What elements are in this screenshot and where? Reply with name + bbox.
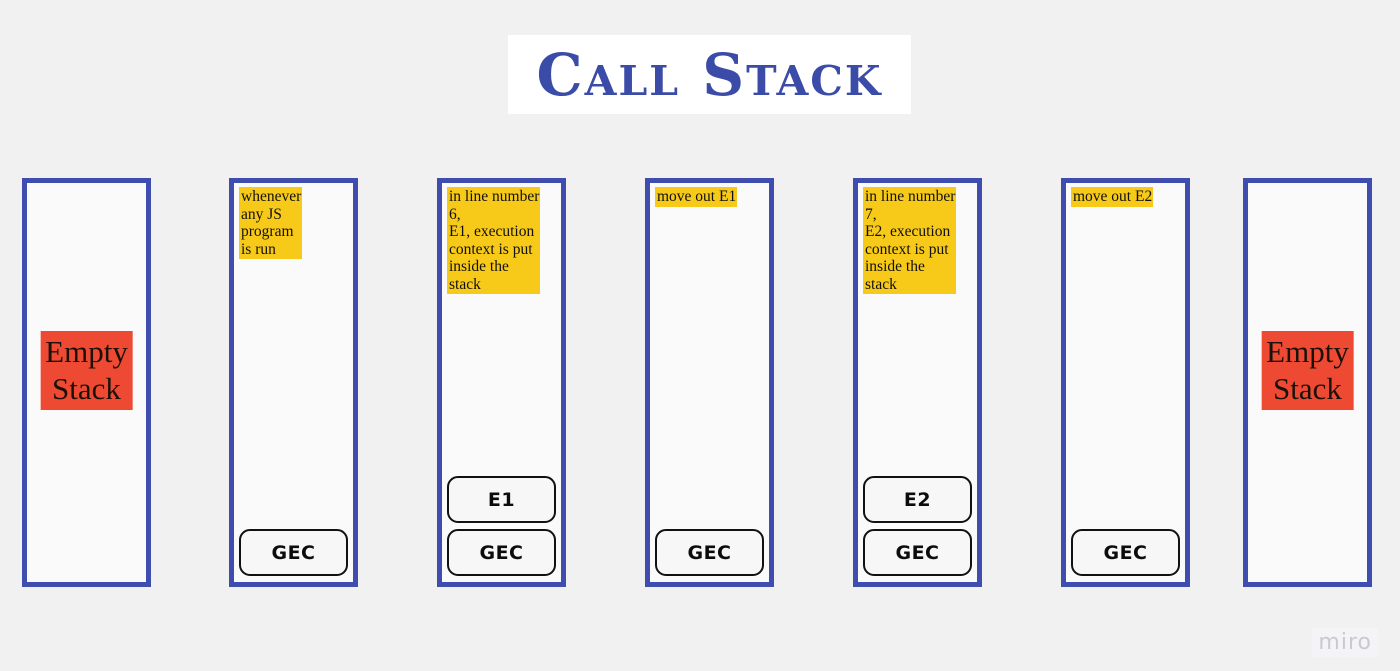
stack-column-6: move out E2 GEC (1061, 178, 1190, 587)
stack-column-2: whenever any JS program is run GEC (229, 178, 358, 587)
stack-frame-gec: GEC (447, 529, 556, 576)
stack-frames: GEC (239, 529, 348, 576)
stack-frame-e2: E2 (863, 476, 972, 523)
stack-frames: GEC (1071, 529, 1180, 576)
stack-frames: E2 GEC (863, 476, 972, 576)
stack-frame-gec: GEC (655, 529, 764, 576)
empty-stack-label: Empty Stack (40, 331, 133, 410)
stack-frame-gec: GEC (239, 529, 348, 576)
stack-frame-e1: E1 (447, 476, 556, 523)
page-title: Call Stack (536, 40, 883, 109)
annotation-note: in line number 7, E2, execution context … (863, 187, 957, 294)
diagram-title-box: Call Stack (508, 35, 911, 114)
stack-frames: E1 GEC (447, 476, 556, 576)
miro-watermark: miro (1312, 628, 1378, 657)
stack-column-3: in line number 6, E1, execution context … (437, 178, 566, 587)
stack-column-4: move out E1 GEC (645, 178, 774, 587)
empty-stack-label: Empty Stack (1261, 331, 1354, 410)
stack-column-7: Empty Stack (1243, 178, 1372, 587)
stack-column-1: Empty Stack (22, 178, 151, 587)
stack-frames: GEC (655, 529, 764, 576)
annotation-note: move out E2 (1071, 187, 1154, 207)
stack-column-5: in line number 7, E2, execution context … (853, 178, 982, 587)
stack-frame-gec: GEC (1071, 529, 1180, 576)
annotation-note: whenever any JS program is run (239, 187, 303, 259)
stack-frame-gec: GEC (863, 529, 972, 576)
annotation-note: in line number 6, E1, execution context … (447, 187, 541, 294)
annotation-note: move out E1 (655, 187, 738, 207)
